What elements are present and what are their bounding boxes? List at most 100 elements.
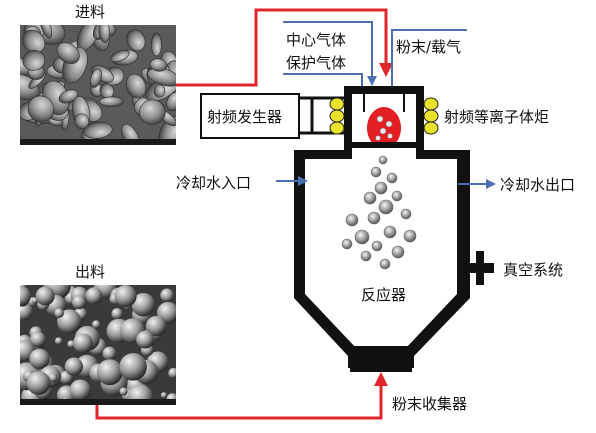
falling-particle <box>400 208 412 220</box>
irregular-particle <box>39 25 53 39</box>
spherical-particle <box>145 315 167 337</box>
irregular-particle <box>147 67 176 87</box>
induction-coil-right <box>423 97 439 135</box>
irregular-particle <box>99 96 124 107</box>
spherical-particle <box>127 384 154 405</box>
spherical-particle <box>168 367 176 379</box>
feed-sem-image <box>20 25 176 145</box>
spherical-particle <box>160 392 167 399</box>
falling-particle <box>354 229 370 245</box>
spherical-particle <box>85 287 103 305</box>
falling-particle <box>367 211 381 225</box>
irregular-particle <box>125 73 147 99</box>
plasma-torch <box>344 86 424 149</box>
rf-generator-label: 射频发生器 <box>207 108 282 126</box>
falling-particle <box>383 225 397 239</box>
spherical-particle <box>26 371 51 395</box>
cooling-inlet-arrow <box>276 176 308 186</box>
flame-particle <box>387 133 393 139</box>
flame-particle <box>385 120 393 128</box>
spherical-particle <box>69 379 91 401</box>
irregular-particle <box>153 84 166 98</box>
irregular-particle <box>139 99 166 125</box>
irregular-particle <box>21 29 46 54</box>
spherical-particle <box>119 353 147 381</box>
vacuum-port <box>457 251 494 285</box>
spherical-particle <box>20 286 31 307</box>
discharge-flow-line <box>95 384 383 420</box>
irregular-particle <box>166 91 176 112</box>
spherical-particle <box>160 288 175 303</box>
spherical-particle <box>54 337 63 345</box>
powder-carrier-label: 粉末/载气 <box>396 38 461 56</box>
falling-particle <box>391 245 405 259</box>
irregular-particle <box>27 95 55 123</box>
irregular-particle <box>126 29 146 52</box>
irregular-particle <box>98 25 111 43</box>
reactor-label: 反应器 <box>361 286 406 304</box>
central-gas-arrowhead <box>367 76 377 86</box>
spherical-particle <box>73 333 93 354</box>
falling-particle <box>378 155 388 165</box>
discharge-flow-arrowhead <box>374 372 388 386</box>
spherical-particle <box>29 348 50 370</box>
spherical-particle <box>20 302 33 321</box>
vacuum-system-label: 真空系统 <box>503 261 563 279</box>
discharge-label: 出料 <box>75 263 105 281</box>
falling-particle <box>345 213 359 227</box>
discharge-sem-image <box>20 285 176 405</box>
irregular-particle <box>74 113 90 130</box>
flame-particle <box>376 115 384 123</box>
falling-particle <box>363 191 377 205</box>
falling-particle <box>379 258 391 270</box>
spherical-particle <box>111 308 123 320</box>
feed-flow-line <box>176 8 388 87</box>
spherical-particle <box>136 330 155 349</box>
feed-flow-arrowhead <box>379 63 393 77</box>
spherical-particle <box>64 357 84 376</box>
spherical-particle <box>92 320 101 329</box>
falling-particle <box>386 172 398 184</box>
falling-particle <box>371 240 383 252</box>
spherical-particle <box>96 359 123 386</box>
spherical-particle <box>30 331 46 348</box>
spherical-particle <box>48 373 58 383</box>
rf-generator-box <box>200 93 300 139</box>
spherical-particle <box>102 346 117 361</box>
irregular-particle <box>151 32 162 57</box>
spherical-particle <box>72 295 86 310</box>
central-gas-label: 中心气体 <box>286 31 346 49</box>
irregular-particle <box>109 50 130 63</box>
irregular-particle <box>83 121 113 139</box>
irregular-particle <box>58 89 78 104</box>
induction-coil-left <box>329 97 345 135</box>
protective-gas-label: 保护气体 <box>286 54 346 72</box>
cooling-outlet-label: 冷却水出口 <box>500 176 575 194</box>
spherical-particle <box>54 308 64 318</box>
spherical-particle <box>35 286 55 306</box>
cooling-outlet-arrow <box>458 179 496 189</box>
irregular-particle <box>22 50 46 71</box>
flame-particle <box>375 135 381 141</box>
falling-particle <box>370 166 382 178</box>
falling-particle <box>391 190 403 202</box>
falling-particle <box>378 199 394 215</box>
irregular-particle <box>90 68 102 88</box>
flame-particle <box>379 127 387 135</box>
feed-label: 进料 <box>75 3 105 21</box>
central-gas-line <box>283 21 373 80</box>
spherical-particle <box>119 387 128 396</box>
falling-powder-particles <box>341 155 417 270</box>
spherical-particle <box>114 285 137 308</box>
cooling-inlet-label: 冷却水入口 <box>176 174 251 192</box>
powder-collector-block <box>350 346 412 372</box>
spherical-particle <box>131 292 156 317</box>
falling-particle <box>360 250 372 262</box>
falling-particle <box>403 229 417 243</box>
powder-carrier-line <box>391 29 467 96</box>
irregular-particle <box>149 58 168 72</box>
powder-collector-label: 粉末收集器 <box>392 395 467 413</box>
falling-particle <box>374 181 388 195</box>
